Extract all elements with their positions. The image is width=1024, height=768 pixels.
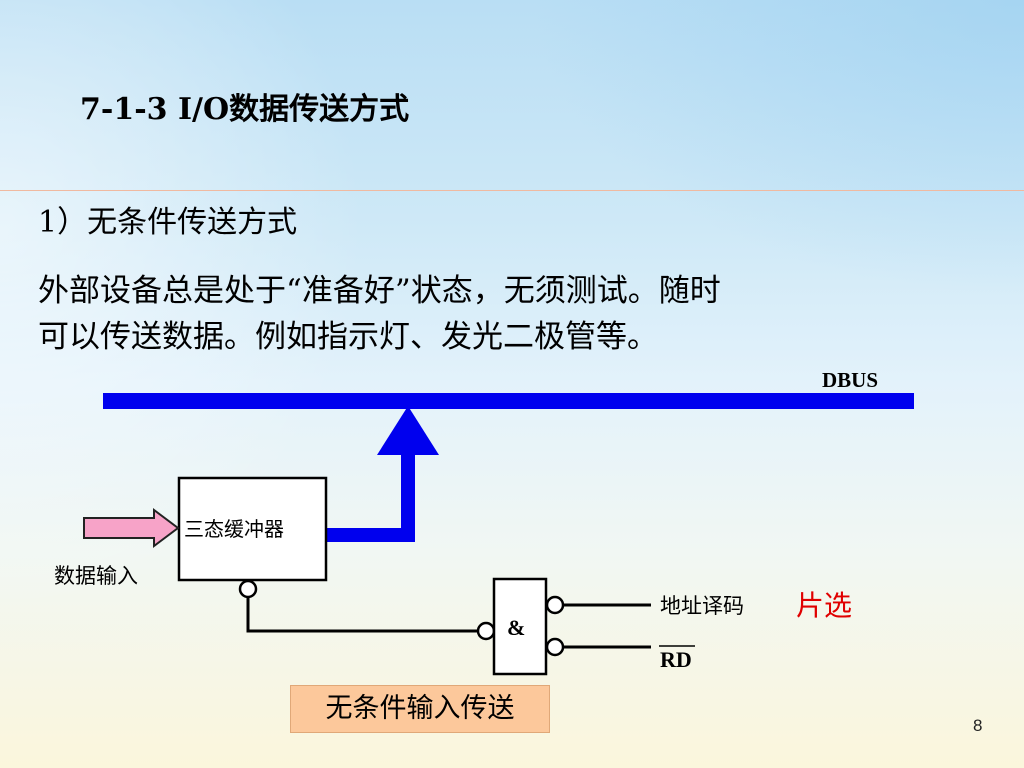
data-bus (103, 393, 914, 409)
title-divider (0, 190, 1024, 191)
section-heading: 1）无条件传送方式 (38, 205, 298, 240)
enable-wire (246, 597, 487, 633)
buffer-label: 三态缓冲器 (184, 517, 284, 541)
slide-title: 7-1-3 I/O数据传送方式 (80, 92, 410, 127)
buffer-enable-bubble (238, 579, 258, 599)
paragraph-line: 外部设备总是处于“准备好”状态，无须测试。随时 (38, 273, 721, 309)
chip-select-label: 片选 (796, 589, 853, 622)
page-number: 8 (973, 716, 983, 735)
bus-label: DBUS (822, 368, 879, 392)
diagram-caption: 无条件输入传送 (290, 685, 550, 733)
gate-output-bubble (476, 621, 496, 641)
data-input-arrow (83, 508, 180, 548)
gate-input-bubble-rd (545, 637, 565, 657)
data-input-label: 数据输入 (54, 564, 138, 588)
gate-input-bubble-address (545, 595, 565, 615)
paragraph-line: 可以传送数据。例如指示灯、发光二极管等。 (38, 319, 658, 355)
address-decode-label: 地址译码 (660, 594, 744, 618)
read-signal-label: RD (660, 647, 692, 672)
gate-symbol: & (507, 615, 526, 640)
buffer-to-bus-line (326, 452, 415, 542)
tri-state-buffer (177, 476, 328, 582)
bus-arrowhead (377, 406, 439, 455)
description-paragraph: 外部设备总是处于“准备好”状态，无须测试。随时 可以传送数据。例如指示灯、发光二… (38, 268, 978, 360)
and-gate (492, 577, 548, 676)
